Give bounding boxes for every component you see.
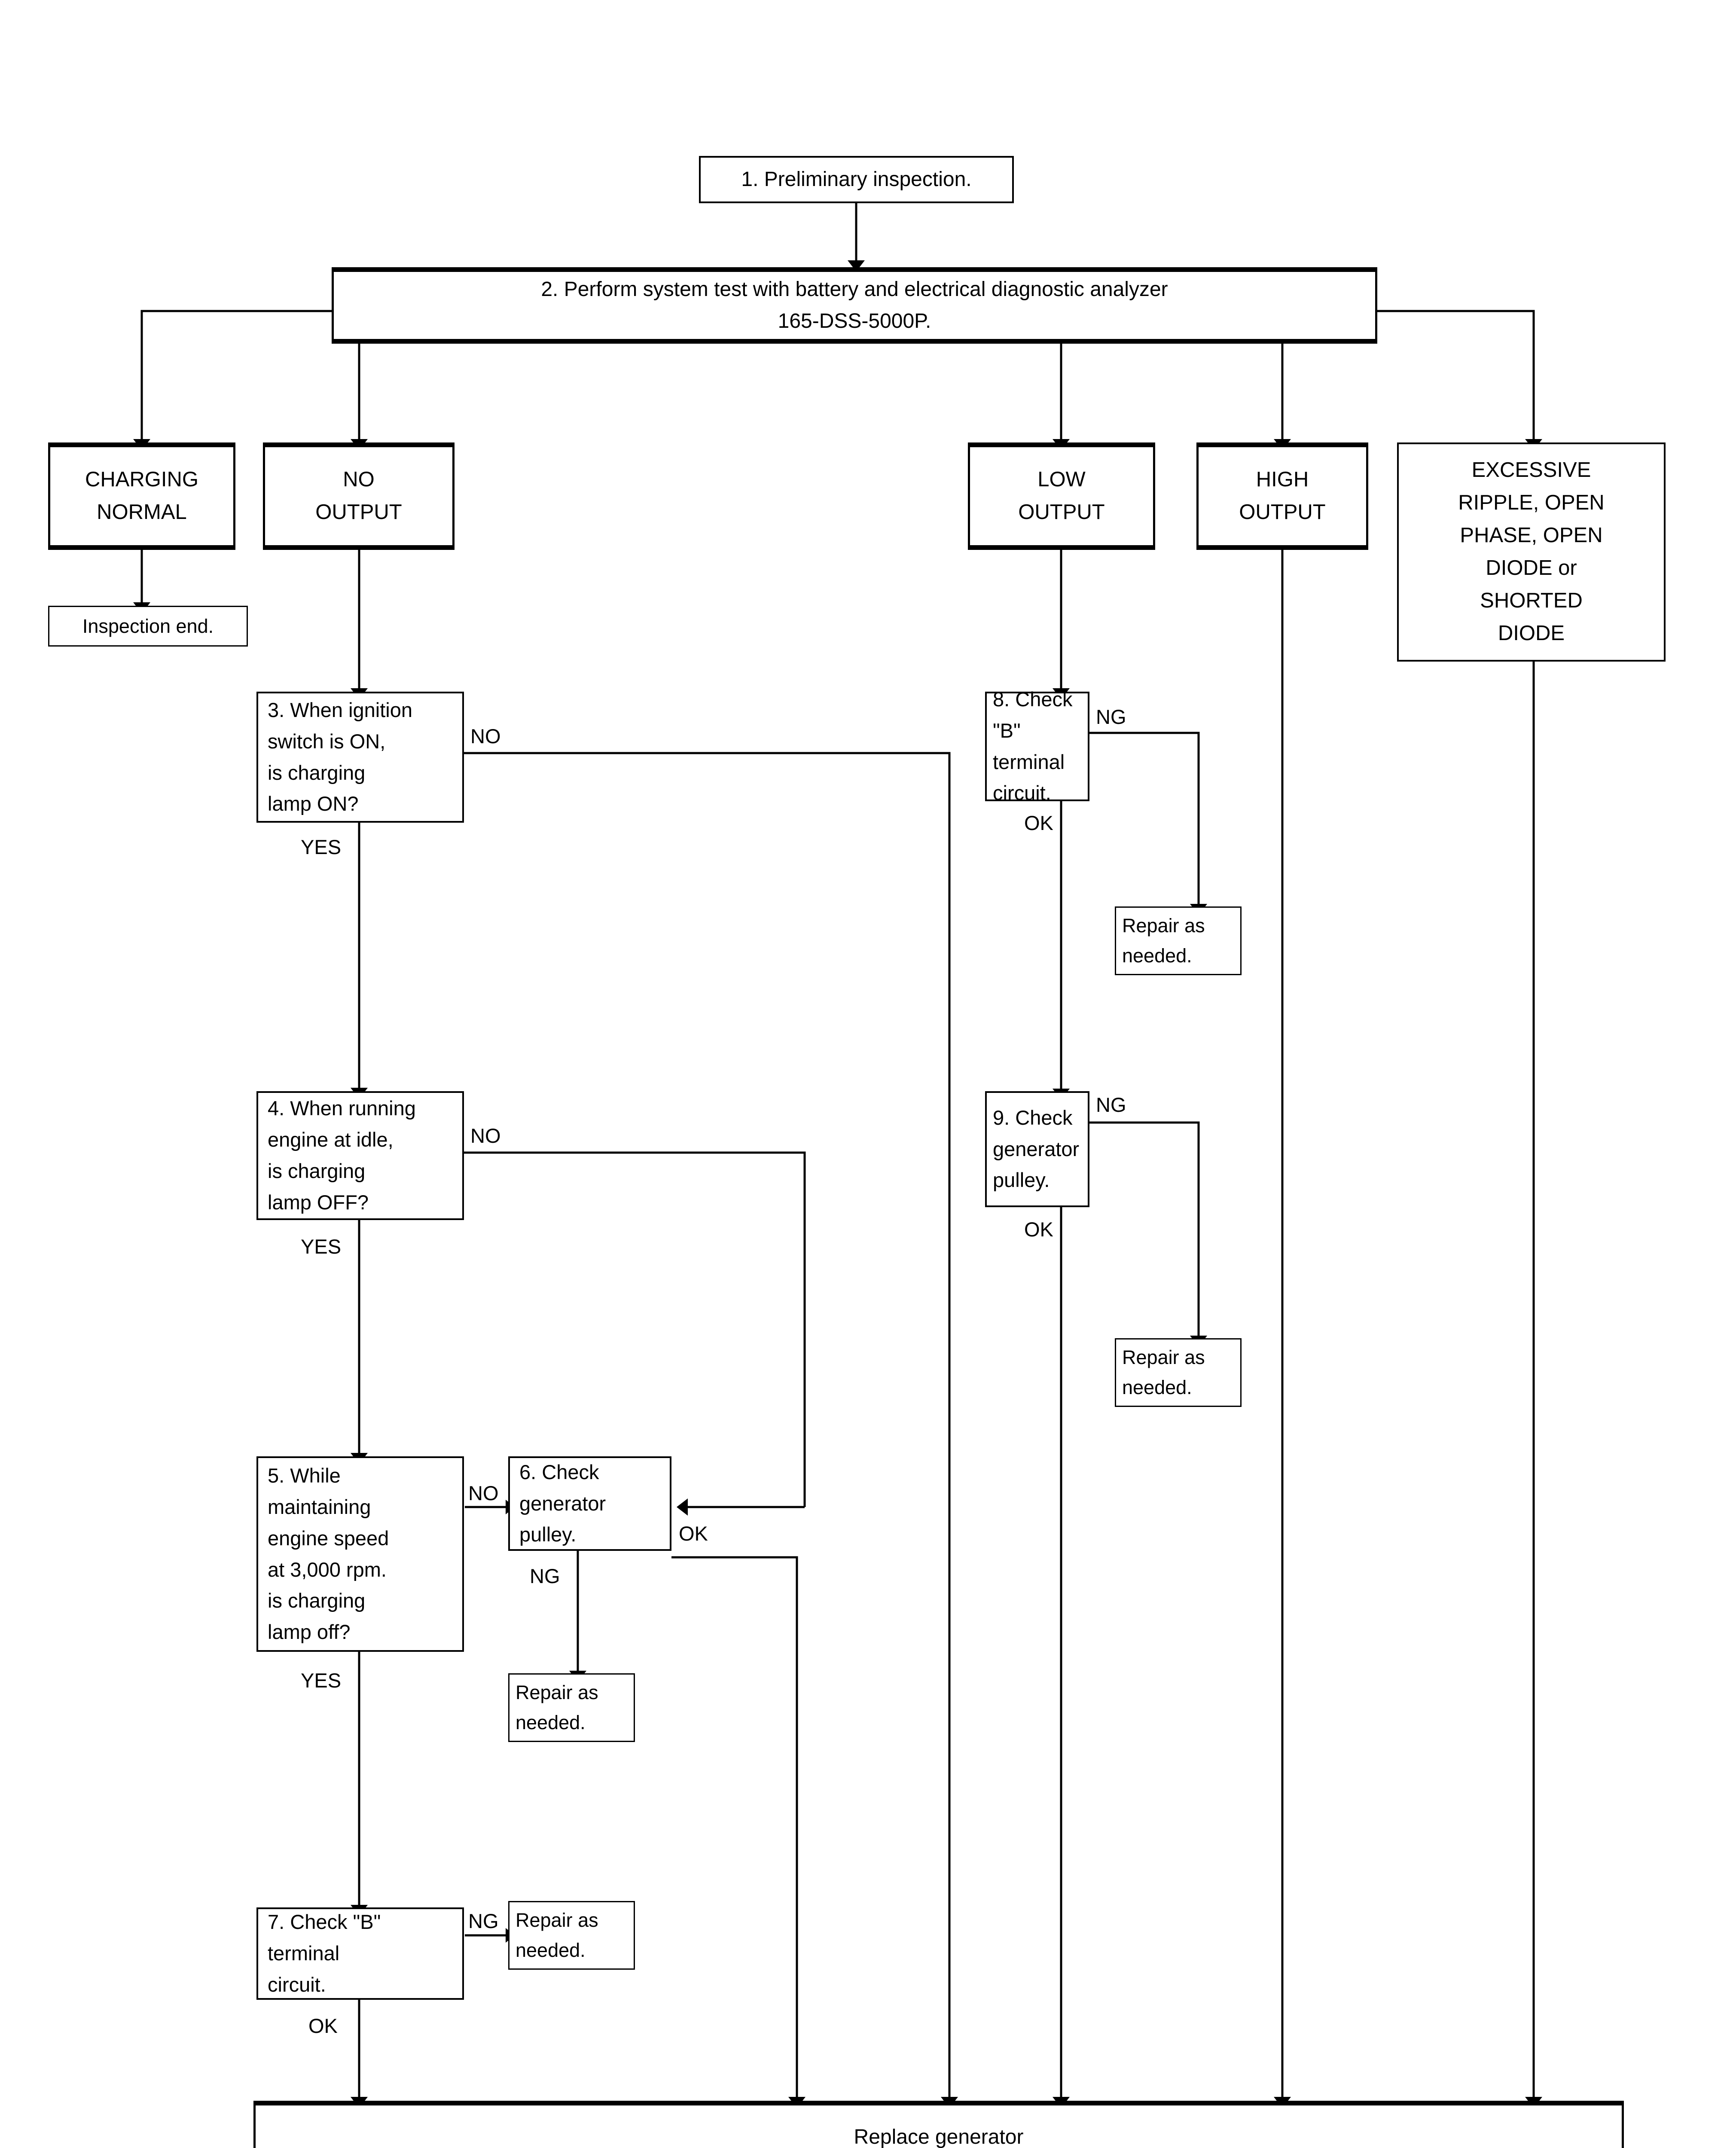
edge-label-9-ok: OK <box>1024 1218 1053 1241</box>
node-1-label: 1. Preliminary inspection. <box>741 168 972 191</box>
edge-label-5-no: NO <box>468 1482 499 1504</box>
node-repair-as-needed-8[interactable]: Repair as needed. <box>1115 906 1242 975</box>
edge-label-6-ng: NG <box>530 1565 560 1587</box>
edge-label-9-ng: NG <box>1096 1093 1126 1116</box>
node-2-system-test[interactable]: 2. Perform system test with battery and … <box>332 267 1377 344</box>
edge-label-7-ok: OK <box>308 2014 338 2037</box>
node-6-label: 6. Check generator pulley. <box>519 1460 606 1546</box>
edge-label-3-no: NO <box>470 725 501 748</box>
edge-label-6-ok: OK <box>679 1522 708 1545</box>
node-7-check-b-terminal[interactable]: 7. Check "B" terminal circuit. <box>256 1907 464 2000</box>
charging-normal-label: CHARGING NORMAL <box>85 468 199 524</box>
no-output-label: NO OUTPUT <box>315 468 402 524</box>
high-output-label: HIGH OUTPUT <box>1239 468 1326 524</box>
edge-label-3-yes: YES <box>301 836 342 858</box>
node-low-output[interactable]: LOW OUTPUT <box>968 442 1155 550</box>
node-charging-normal[interactable]: CHARGING NORMAL <box>48 442 235 550</box>
node-2-label-line2: 165-DSS-5000P. <box>778 310 931 333</box>
low-output-label: LOW OUTPUT <box>1018 468 1105 524</box>
excessive-ripple-label: EXCESSIVE RIPPLE, OPEN PHASE, OPEN DIODE… <box>1458 458 1605 645</box>
node-9-label: 9. Check generator pulley. <box>993 1106 1080 1192</box>
replace-generator-label: Replace generator <box>854 2125 1024 2148</box>
edge-label-7-ng: NG <box>468 1910 499 1932</box>
node-repair-as-needed-9[interactable]: Repair as needed. <box>1115 1338 1242 1407</box>
edge-label-8-ok: OK <box>1024 812 1053 834</box>
edge-label-4-yes: YES <box>301 1235 342 1258</box>
repair-7-label: Repair as needed. <box>516 1909 598 1961</box>
node-replace-generator[interactable]: Replace generator <box>253 2101 1624 2148</box>
inspection-end-label: Inspection end. <box>82 615 214 637</box>
node-8-check-b-terminal[interactable]: 8. Check "B" terminal circuit. <box>985 688 1089 804</box>
node-8-label: 8. Check "B" terminal circuit. <box>993 687 1073 805</box>
node-5-label: 5. While maintaining engine speed at 3,0… <box>268 1464 389 1644</box>
repair-6-label: Repair as needed. <box>516 1681 598 1733</box>
edge-label-8-ng: NG <box>1096 705 1126 728</box>
node-9-check-generator-pulley[interactable]: 9. Check generator pulley. <box>985 1091 1089 1207</box>
node-inspection-end[interactable]: Inspection end. <box>48 606 248 647</box>
node-3-label: 3. When ignition switch is ON, is chargi… <box>268 698 413 815</box>
node-3-ignition-switch[interactable]: 3. When ignition switch is ON, is chargi… <box>256 692 464 823</box>
node-repair-as-needed-7[interactable]: Repair as needed. <box>508 1901 635 1970</box>
node-no-output[interactable]: NO OUTPUT <box>263 442 455 550</box>
repair-9-label: Repair as needed. <box>1122 1346 1205 1398</box>
repair-8-label: Repair as needed. <box>1122 915 1205 967</box>
node-5-engine-speed[interactable]: 5. While maintaining engine speed at 3,0… <box>256 1456 464 1652</box>
node-4-label: 4. When running engine at idle, is charg… <box>268 1097 416 1214</box>
node-7-label: 7. Check "B" terminal circuit. <box>268 1910 381 1996</box>
edge-label-5-yes: YES <box>301 1669 342 1692</box>
node-4-engine-idle[interactable]: 4. When running engine at idle, is charg… <box>256 1091 464 1220</box>
node-high-output[interactable]: HIGH OUTPUT <box>1196 442 1368 550</box>
edge-label-4-no: NO <box>470 1124 501 1147</box>
node-1-preliminary-inspection[interactable]: 1. Preliminary inspection. <box>699 156 1014 203</box>
node-repair-as-needed-6[interactable]: Repair as needed. <box>508 1673 635 1742</box>
node-6-check-generator-pulley[interactable]: 6. Check generator pulley. <box>508 1456 671 1551</box>
node-excessive-ripple[interactable]: EXCESSIVE RIPPLE, OPEN PHASE, OPEN DIODE… <box>1397 442 1666 662</box>
node-2-label-line1: 2. Perform system test with battery and … <box>541 278 1168 301</box>
